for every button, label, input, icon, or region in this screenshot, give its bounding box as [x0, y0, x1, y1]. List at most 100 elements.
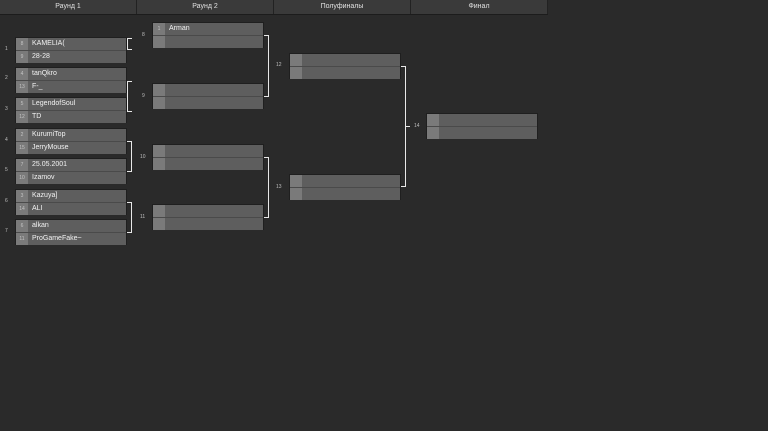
seed: 8	[16, 38, 28, 50]
player-name	[169, 158, 261, 170]
match-number: 8	[142, 32, 145, 38]
seed: 13	[16, 81, 28, 93]
player-slot[interactable]	[153, 205, 263, 218]
seed: 2	[16, 129, 28, 141]
seed	[153, 218, 165, 230]
seed	[153, 205, 165, 217]
player-slot[interactable]: 14 ALI	[16, 203, 126, 215]
player-slot[interactable]	[290, 54, 400, 67]
player-name	[169, 145, 261, 157]
seed: 15	[16, 142, 28, 154]
player-name: alkan	[32, 222, 49, 229]
match-9[interactable]	[152, 83, 264, 109]
match-1[interactable]: 8 KAMELIA( 9 28-28	[15, 37, 127, 63]
match-14[interactable]	[426, 113, 538, 139]
player-name: tanQkro	[32, 70, 57, 77]
player-slot[interactable]	[153, 145, 263, 158]
player-slot[interactable]	[153, 158, 263, 170]
match-13[interactable]	[289, 174, 401, 200]
match-2[interactable]: 4 tanQkro 13 F-_	[15, 67, 127, 93]
player-slot[interactable]	[153, 84, 263, 97]
player-name	[169, 218, 261, 230]
match-number: 1	[5, 46, 8, 52]
player-name: 28-28	[32, 53, 50, 60]
seed: 4	[16, 68, 28, 80]
match-number: 7	[5, 228, 8, 234]
match-number: 4	[5, 137, 8, 143]
player-slot[interactable]: 6 alkan	[16, 220, 126, 233]
match-number: 9	[142, 93, 145, 99]
match-11[interactable]	[152, 204, 264, 230]
match-5[interactable]: 7 25.05.2001 10 Izamov	[15, 158, 127, 184]
seed	[290, 175, 302, 187]
player-name: Kazuya]	[32, 192, 58, 199]
seed	[290, 54, 302, 66]
player-slot[interactable]: 9 28-28	[16, 51, 126, 63]
player-slot[interactable]	[290, 175, 400, 188]
match-number: 6	[5, 198, 8, 204]
player-slot[interactable]: 8 KAMELIA(	[16, 38, 126, 51]
player-slot[interactable]: 15 JerryMouse	[16, 142, 126, 154]
seed: 6	[16, 220, 28, 232]
match-12[interactable]	[289, 53, 401, 79]
player-slot[interactable]	[153, 36, 263, 48]
seed	[153, 97, 165, 109]
player-name: Izamov	[32, 174, 55, 181]
match-number: 3	[5, 106, 8, 112]
seed: 1	[153, 23, 165, 35]
player-slot[interactable]	[153, 218, 263, 230]
match-number: 13	[276, 184, 282, 190]
seed: 14	[16, 203, 28, 215]
player-name	[169, 36, 261, 48]
player-slot[interactable]	[153, 97, 263, 109]
seed: 10	[16, 172, 28, 184]
seed: 12	[16, 111, 28, 123]
player-slot[interactable]: 3 Kazuya]	[16, 190, 126, 203]
player-name	[443, 114, 535, 126]
player-slot[interactable]	[290, 188, 400, 200]
match-6[interactable]: 3 Kazuya] 14 ALI	[15, 189, 127, 215]
player-slot[interactable]	[427, 114, 537, 127]
seed: 3	[16, 190, 28, 202]
match-10[interactable]	[152, 144, 264, 170]
player-slot[interactable]: 4 tanQkro	[16, 68, 126, 81]
seed	[427, 114, 439, 126]
round-1-title: Раунд 1	[0, 0, 137, 14]
player-name: KAMELIA(	[32, 40, 65, 47]
player-name	[169, 84, 261, 96]
seed: 9	[16, 51, 28, 63]
match-number: 2	[5, 75, 8, 81]
semifinals-title: Полуфиналы	[274, 0, 411, 14]
player-name	[306, 54, 398, 66]
player-name	[306, 175, 398, 187]
seed	[153, 84, 165, 96]
player-slot[interactable]: 13 F-_	[16, 81, 126, 93]
match-number: 14	[414, 123, 420, 129]
player-name: LegendofSoul	[32, 100, 76, 107]
player-name	[169, 97, 261, 109]
player-name: F-_	[32, 83, 43, 90]
player-name: TD	[32, 113, 42, 120]
seed: 7	[16, 159, 28, 171]
player-name: ALI	[32, 205, 43, 212]
player-slot[interactable]	[427, 127, 537, 139]
player-name: 25.05.2001	[32, 161, 68, 168]
player-name: ProGameFake~	[32, 235, 82, 242]
player-slot[interactable]	[290, 67, 400, 79]
player-name: JerryMouse	[32, 144, 69, 151]
final-title: Финал	[411, 0, 548, 14]
round-2-title: Раунд 2	[137, 0, 274, 14]
player-slot[interactable]: 12 TD	[16, 111, 126, 123]
seed	[290, 188, 302, 200]
seed	[153, 158, 165, 170]
player-slot[interactable]: 10 Izamov	[16, 172, 126, 184]
player-slot[interactable]: 7 25.05.2001	[16, 159, 126, 172]
